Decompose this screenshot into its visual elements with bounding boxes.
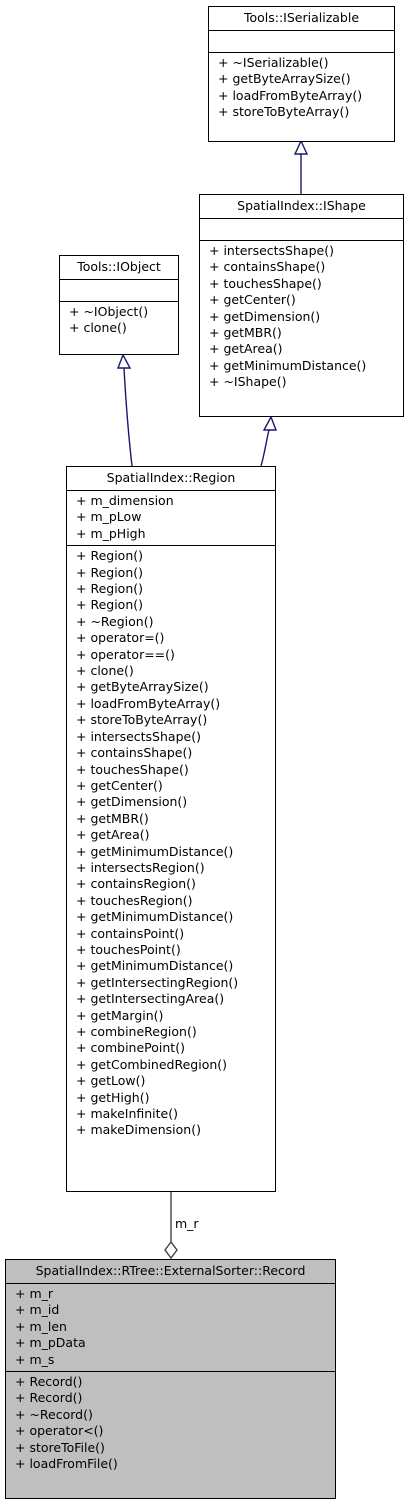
method: + getHigh() bbox=[76, 1089, 150, 1105]
attribute: + m_pData bbox=[15, 1335, 86, 1351]
attribute: + m_id bbox=[15, 1302, 60, 1318]
method: + getLow() bbox=[76, 1073, 146, 1089]
class-iobject[interactable]: Tools::IObject + ~IObject() + clone() bbox=[59, 255, 179, 355]
method: + getByteArraySize() bbox=[218, 71, 351, 87]
class-name: SpatialIndex::Region bbox=[106, 470, 236, 485]
method: + getArea() bbox=[209, 341, 283, 357]
method: + intersectsRegion() bbox=[76, 859, 205, 875]
method: + touchesPoint() bbox=[76, 941, 181, 957]
method: + containsRegion() bbox=[76, 876, 196, 892]
methods-section: + ~IObject() + clone() bbox=[60, 301, 178, 340]
method: + loadFromFile() bbox=[15, 1456, 118, 1472]
inheritance-arrowhead-iobject bbox=[116, 353, 132, 369]
method: + makeInfinite() bbox=[76, 1106, 178, 1122]
method: + getCenter() bbox=[209, 292, 296, 308]
method: + combineRegion() bbox=[76, 1024, 197, 1039]
method: + operator==() bbox=[76, 646, 175, 662]
method: + Record() bbox=[15, 1390, 83, 1406]
method: + touchesShape() bbox=[76, 761, 189, 777]
method: + Region() bbox=[76, 581, 143, 597]
method: + storeToByteArray() bbox=[76, 712, 208, 728]
methods-section: + Region() + Region() + Region() + Regio… bbox=[67, 545, 275, 1142]
edge-region-iobject bbox=[123, 367, 133, 467]
method: + Region() bbox=[76, 597, 143, 613]
method: + getCombinedRegion() bbox=[76, 1056, 228, 1072]
method: + clone() bbox=[69, 320, 127, 336]
method: + getMinimumDistance() bbox=[209, 357, 367, 373]
method: + ~ISerializable() bbox=[218, 55, 329, 70]
method: + getMBR() bbox=[76, 810, 149, 826]
attributes-section bbox=[200, 218, 403, 240]
method: + operator<() bbox=[15, 1423, 104, 1439]
method: + Region() bbox=[76, 548, 143, 564]
attribute: + m_dimension bbox=[76, 493, 174, 508]
method: + clone() bbox=[76, 663, 134, 679]
method: + getMargin() bbox=[76, 1007, 164, 1023]
attributes-section: + m_dimension + m_pLow + m_pHigh bbox=[67, 490, 275, 545]
method: + getCenter() bbox=[76, 777, 163, 793]
methods-section: + ~ISerializable() + getByteArraySize() … bbox=[209, 52, 394, 124]
composition-diamond bbox=[164, 1240, 178, 1260]
edge-region-ishape bbox=[260, 429, 270, 467]
method: + getArea() bbox=[76, 827, 150, 843]
class-ishape[interactable]: SpatialIndex::IShape + intersectsShape()… bbox=[199, 194, 404, 417]
inheritance-arrowhead-ishape bbox=[262, 415, 278, 431]
class-iserializable[interactable]: Tools::ISerializable + ~ISerializable() … bbox=[208, 6, 395, 142]
method: + getMBR() bbox=[209, 325, 282, 341]
attribute: + m_r bbox=[15, 1286, 54, 1301]
method: + ~IObject() bbox=[69, 304, 149, 319]
method: + getIntersectingArea() bbox=[76, 991, 225, 1007]
method: + ~IShape() bbox=[209, 374, 287, 390]
method: + getMinimumDistance() bbox=[76, 958, 234, 974]
method: + getByteArraySize() bbox=[76, 679, 209, 695]
method: + storeToFile() bbox=[15, 1439, 105, 1455]
method: + getMinimumDistance() bbox=[76, 909, 234, 925]
method: + intersectsShape() bbox=[209, 243, 334, 258]
attribute: + m_len bbox=[15, 1318, 67, 1334]
method: + containsPoint() bbox=[76, 925, 185, 941]
attributes-section bbox=[209, 30, 394, 52]
method: + touchesShape() bbox=[209, 275, 322, 291]
method: + getMinimumDistance() bbox=[76, 843, 234, 859]
class-record[interactable]: SpatialIndex::RTree::ExternalSorter::Rec… bbox=[5, 1259, 336, 1499]
method: + loadFromByteArray() bbox=[76, 695, 221, 711]
method: + storeToByteArray() bbox=[218, 104, 350, 120]
method: + containsShape() bbox=[76, 745, 193, 761]
method: + intersectsShape() bbox=[76, 728, 201, 744]
class-name: SpatialIndex::RTree::ExternalSorter::Rec… bbox=[35, 1263, 306, 1278]
method: + combinePoint() bbox=[76, 1040, 185, 1056]
attribute: + m_s bbox=[15, 1351, 55, 1367]
attribute: + m_pHigh bbox=[76, 525, 146, 541]
method: + touchesRegion() bbox=[76, 892, 193, 908]
attributes-section bbox=[60, 279, 178, 301]
method: + getDimension() bbox=[76, 794, 188, 810]
composition-label: m_r bbox=[175, 1216, 199, 1231]
class-name: SpatialIndex::IShape bbox=[237, 198, 366, 213]
method: + Record() bbox=[15, 1374, 83, 1390]
method: + getIntersectingRegion() bbox=[76, 974, 239, 990]
methods-section: + Record() + Record() + ~Record() + oper… bbox=[6, 1371, 335, 1475]
method: + ~Region() bbox=[76, 613, 154, 629]
class-region[interactable]: SpatialIndex::Region + m_dimension + m_p… bbox=[66, 466, 276, 1192]
method: + makeDimension() bbox=[76, 1122, 201, 1138]
method: + ~Record() bbox=[15, 1406, 93, 1422]
method: + Region() bbox=[76, 564, 143, 580]
attribute: + m_pLow bbox=[76, 509, 142, 525]
class-name: Tools::IObject bbox=[77, 259, 161, 274]
method: + containsShape() bbox=[209, 259, 326, 275]
methods-section: + intersectsShape() + containsShape() + … bbox=[200, 240, 403, 394]
inheritance-arrowhead-iserializable bbox=[293, 139, 309, 155]
attributes-section: + m_r + m_id + m_len + m_pData + m_s bbox=[6, 1283, 335, 1371]
method: + getDimension() bbox=[209, 308, 321, 324]
class-name: Tools::ISerializable bbox=[243, 10, 360, 25]
method: + loadFromByteArray() bbox=[218, 87, 363, 103]
method: + operator=() bbox=[76, 630, 165, 646]
